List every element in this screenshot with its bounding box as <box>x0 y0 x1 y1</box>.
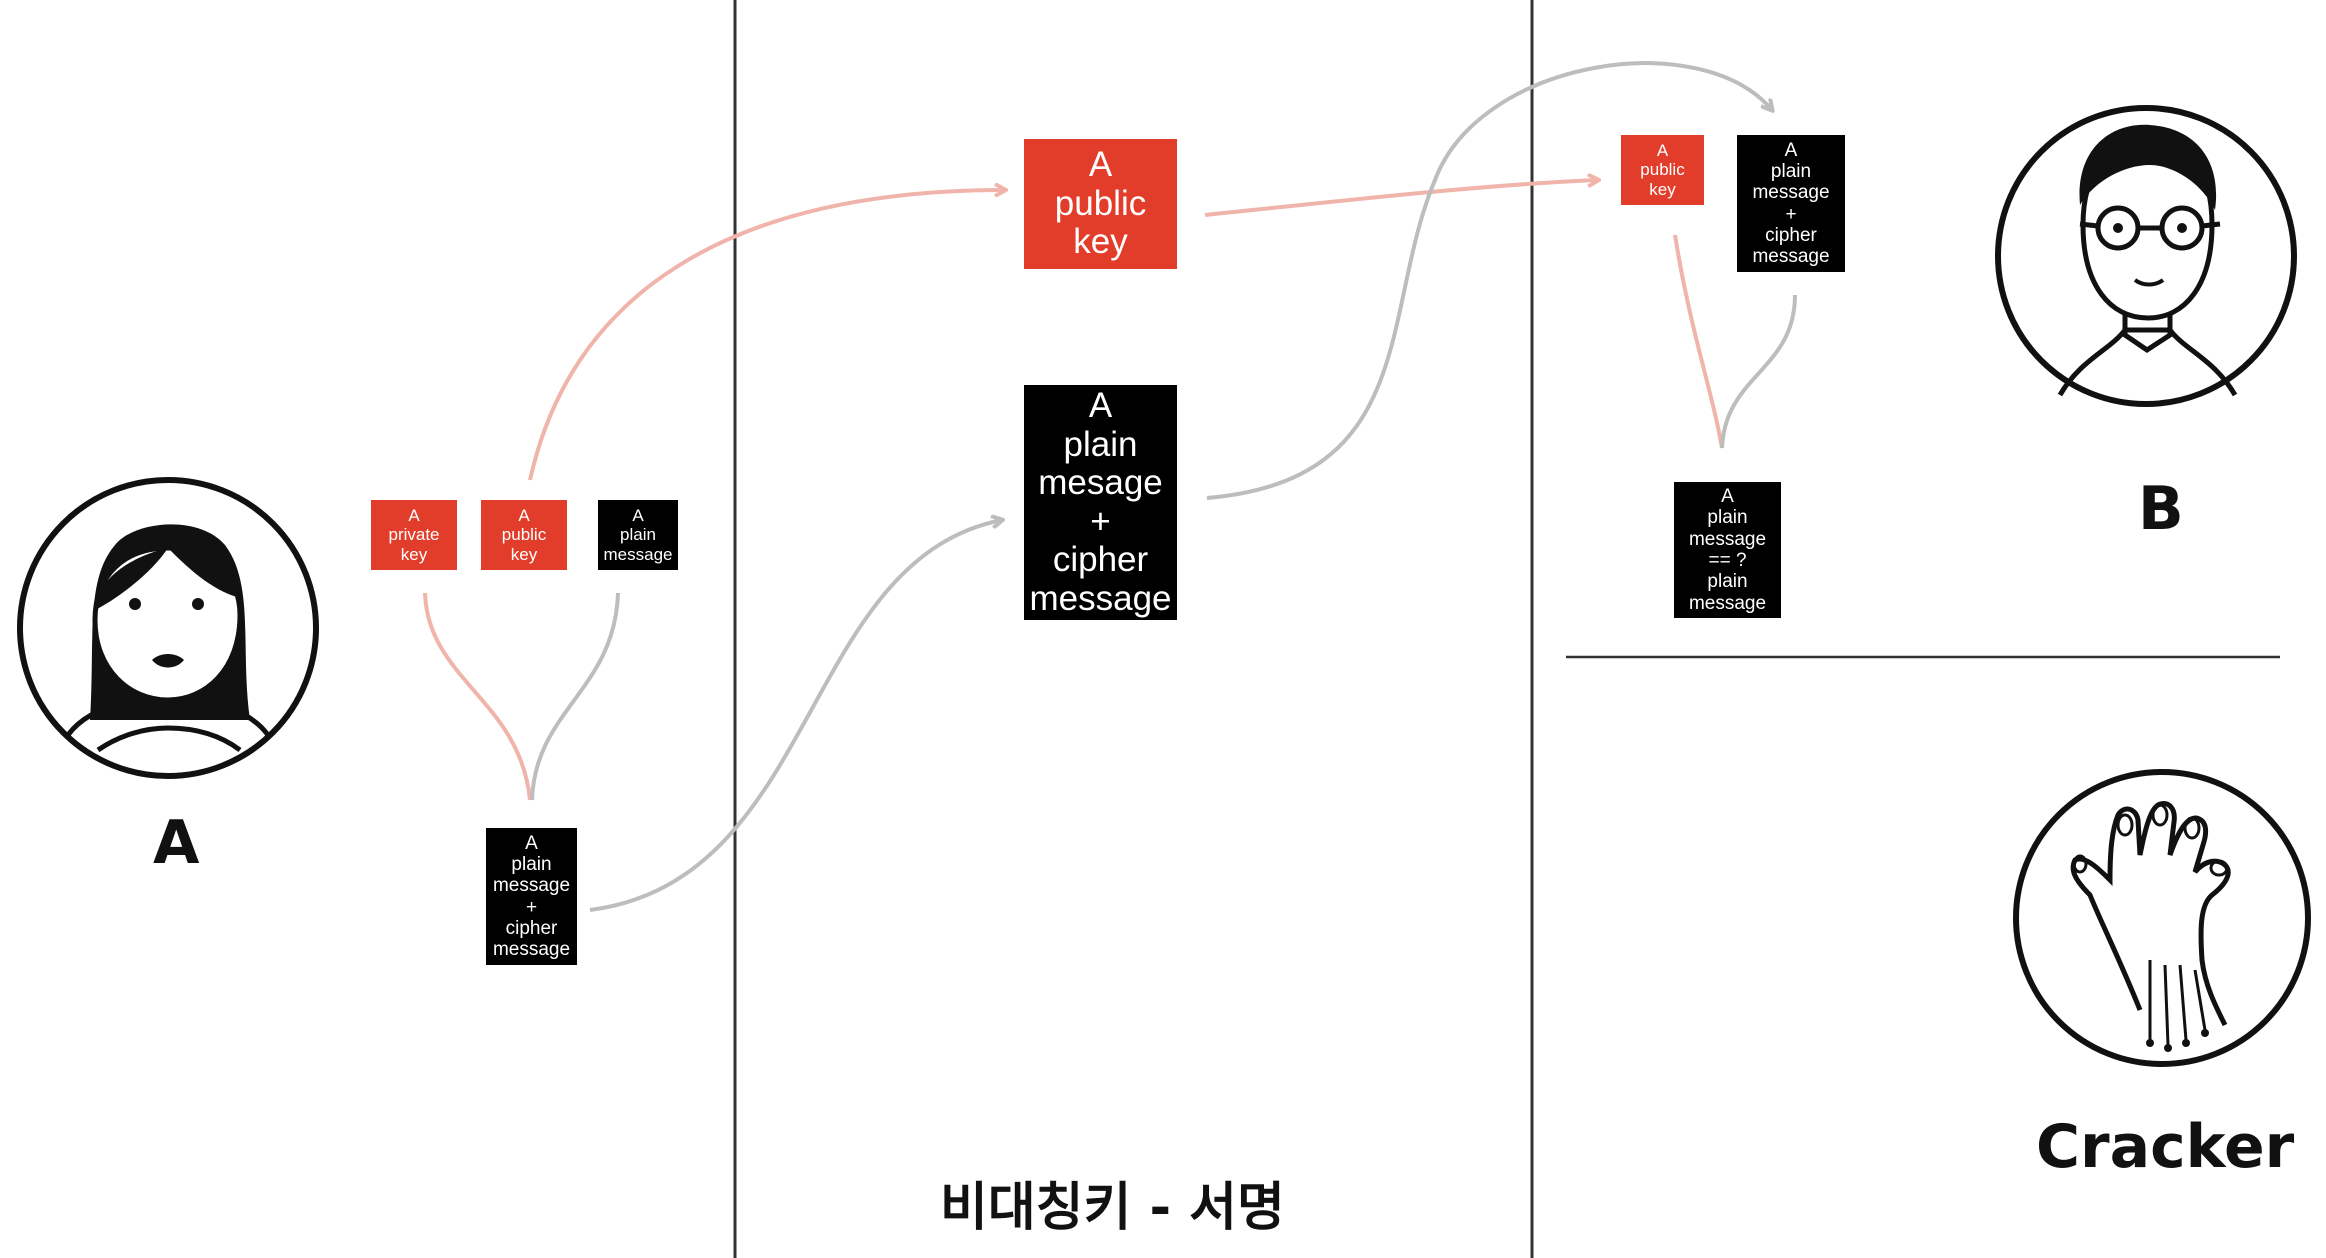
receiver-gray-merge <box>1720 294 1797 449</box>
signed-message-arrow-to-b <box>1206 61 1772 500</box>
man-with-glasses-avatar-icon <box>1995 105 2297 407</box>
public-key-arrow-to-b <box>1204 180 1598 217</box>
gray-merge-line <box>530 592 620 801</box>
actor-a-label: A <box>153 808 200 878</box>
receiver-red-merge <box>1673 234 1724 449</box>
actor-b-label: B <box>2138 474 2184 544</box>
red-merge-line <box>423 592 532 801</box>
public-key-arrow <box>528 190 1005 481</box>
signed-message-arrow <box>589 520 1002 912</box>
cyber-hand-icon <box>2013 769 2311 1067</box>
cracker-label: Cracker <box>2036 1112 2295 1182</box>
woman-avatar-icon <box>17 477 319 779</box>
page-title: 비대칭키 - 서명 <box>940 1178 1285 1238</box>
